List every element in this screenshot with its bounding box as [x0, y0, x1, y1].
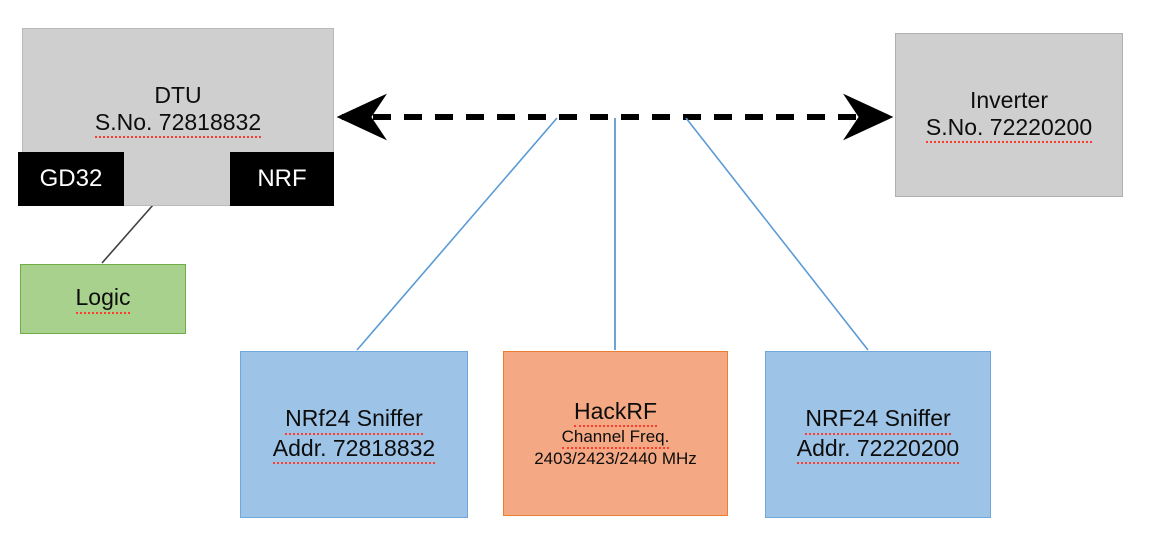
- node-sniffer-left[interactable]: NRf24 Sniffer Addr. 72818832: [240, 351, 468, 518]
- inverter-serial: S.No. 72220200: [925, 114, 1093, 144]
- hackrf-channel-label: Channel Freq.: [561, 427, 670, 450]
- inverter-name: Inverter: [970, 86, 1048, 113]
- gd32-label: GD32: [39, 164, 103, 192]
- inverter-serial-text: S.No. 72220200: [925, 114, 1093, 144]
- logic-label: Logic: [75, 284, 131, 314]
- dtu-label-group: DTU S.No. 72818832: [94, 82, 262, 139]
- node-gd32[interactable]: GD32: [18, 152, 124, 206]
- nrf-label: NRF: [257, 164, 307, 192]
- node-logic[interactable]: Logic: [20, 264, 186, 334]
- hackrf-name: HackRF: [573, 398, 658, 428]
- dtu-name: DTU: [154, 82, 202, 108]
- sniffer-right-name: NRF24 Sniffer: [805, 405, 951, 435]
- sniffer-left-name: NRf24 Sniffer: [285, 405, 423, 435]
- tap-line-sniffer-right: [685, 117, 869, 351]
- hackrf-frequencies: 2403/2423/2440 MHz: [534, 449, 697, 469]
- dtu-serial: S.No. 72818832: [94, 109, 262, 139]
- dtu-serial-text: S.No. 72818832: [94, 109, 262, 139]
- sniffer-left-addr: Addr. 72818832: [272, 435, 436, 464]
- node-nrf[interactable]: NRF: [230, 152, 334, 206]
- node-sniffer-right[interactable]: NRF24 Sniffer Addr. 72220200: [765, 351, 991, 518]
- sniffer-right-addr: Addr. 72220200: [796, 435, 960, 464]
- tap-line-sniffer-left: [356, 117, 558, 351]
- node-hackrf[interactable]: HackRF Channel Freq. 2403/2423/2440 MHz: [503, 351, 728, 516]
- node-inverter[interactable]: Inverter S.No. 72220200: [895, 33, 1123, 197]
